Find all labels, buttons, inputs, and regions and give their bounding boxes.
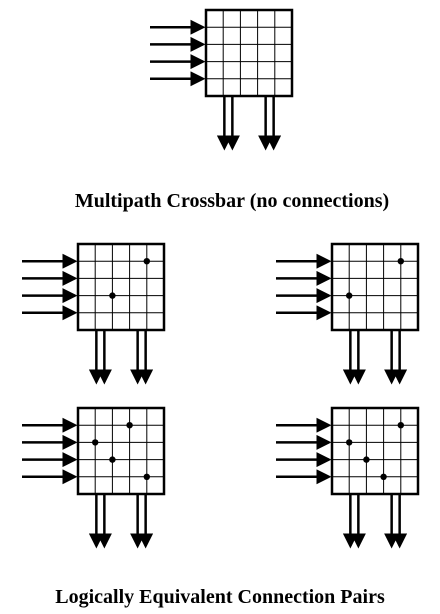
connection-dot (109, 292, 116, 299)
connection-dot (126, 422, 133, 429)
crossbar-box (330, 242, 420, 332)
connection-dot (346, 439, 353, 446)
connection-pair-1-left (22, 242, 166, 385)
crossbar-box (76, 242, 166, 332)
connection-dot (109, 456, 116, 463)
connection-dot (363, 456, 370, 463)
top-caption: Multipath Crossbar (no connections) (75, 190, 389, 212)
connection-dot (397, 422, 404, 429)
crossbar-box (330, 406, 420, 496)
connection-pair-2-right (276, 406, 420, 549)
crossbar-box (76, 406, 166, 496)
connection-dot (92, 439, 99, 446)
connection-dot (346, 292, 353, 299)
multipath-crossbar (150, 8, 294, 151)
connection-dot (380, 473, 387, 480)
bottom-caption: Logically Equivalent Connection Pairs (55, 586, 385, 608)
connection-dot (397, 258, 404, 265)
connection-dot (143, 473, 150, 480)
connection-pair-1-right (276, 242, 420, 385)
connection-pair-2-left (22, 406, 166, 549)
crossbar-box (204, 8, 294, 98)
connection-dot (143, 258, 150, 265)
